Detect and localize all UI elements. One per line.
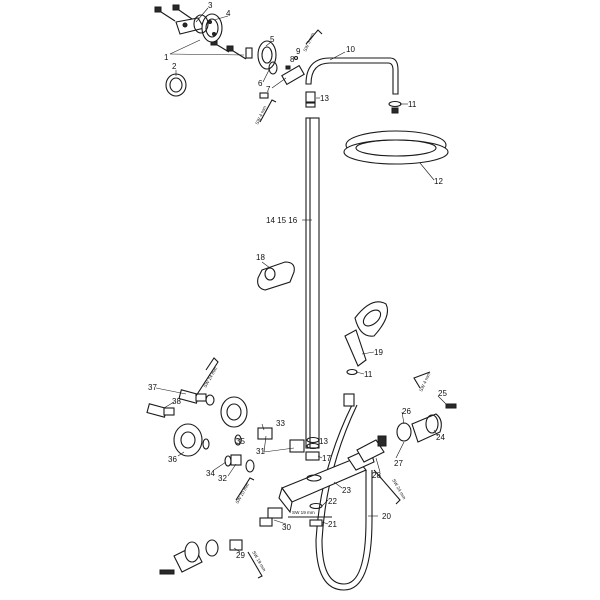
part-label-1: 1 xyxy=(164,53,169,62)
rosette-part-36-upper xyxy=(220,396,248,428)
outlet-parts-29-30 xyxy=(159,507,283,575)
hex-key-sw3: SW 3 mm xyxy=(302,29,323,53)
leader-lines xyxy=(155,7,447,553)
tool-label-sw19-center: SW 19 mm xyxy=(292,510,315,515)
part-label-32: 32 xyxy=(218,474,227,483)
eccentric-parts-37-38 xyxy=(146,389,215,418)
threaded-insert-part-7 xyxy=(259,64,305,99)
part-label-18: 18 xyxy=(256,253,265,262)
hex-key-sw19-left: SW 19 mm xyxy=(247,550,267,579)
part-label-13-lower: 13 xyxy=(319,437,328,446)
hex-key-sw4-upper: SW 4 mm xyxy=(254,99,277,126)
hex-key-sw19-center: SW 19 mm xyxy=(288,510,332,518)
grub-screw-part-8 xyxy=(285,55,299,70)
tool-label-sw3: SW 3 mm xyxy=(302,32,315,53)
right-outlet-parts: SW 4 mm xyxy=(356,371,457,463)
part-label-4: 4 xyxy=(226,9,231,18)
part-label-20: 20 xyxy=(382,512,391,521)
wall-bracket-assembly: SW 3 mm SW 4 mm xyxy=(154,4,323,126)
part-label-33: 33 xyxy=(276,419,285,428)
part-label-34: 34 xyxy=(206,469,215,478)
part-label-13-top: 13 xyxy=(320,94,329,103)
overhead-shower-assembly xyxy=(343,100,449,165)
part-label-27: 27 xyxy=(394,459,403,468)
part-label-6: 6 xyxy=(258,79,263,88)
part-label-23: 23 xyxy=(342,486,351,495)
gasket-ring-part-3 xyxy=(193,14,209,34)
rosette-part-36-lower xyxy=(173,423,203,457)
tool-label-sw24-left: SW 24 mm xyxy=(203,366,219,388)
rings-parts-33-35 xyxy=(202,427,305,473)
hex-key-sw24-left: SW 24 mm xyxy=(195,357,219,397)
o-ring-part-6 xyxy=(268,61,278,75)
mounting-disc-part-4 xyxy=(201,13,223,43)
shower-hose-part-20 xyxy=(315,368,373,591)
part-label-25: 25 xyxy=(438,389,447,398)
part-label-17: 17 xyxy=(322,454,331,463)
part-label-19: 19 xyxy=(374,348,383,357)
part-label-24: 24 xyxy=(436,433,445,442)
part-label-3: 3 xyxy=(208,1,213,10)
part-label-22: 22 xyxy=(328,497,337,506)
part-label-11-middle: 11 xyxy=(364,370,373,379)
tool-label-sw4-upper: SW 4 mm xyxy=(254,105,267,126)
part-label-8: 8 xyxy=(290,55,295,64)
part-label-35: 35 xyxy=(236,437,245,446)
tool-label-sw24-right: SW 24 mm xyxy=(391,478,407,500)
part-label-2: 2 xyxy=(172,62,177,71)
left-inlet-parts: SW 24 mm SW 20 mm SW 19 mm xyxy=(146,357,305,579)
screws-part-1 xyxy=(154,4,247,60)
part-label-12: 12 xyxy=(434,177,443,186)
wall-rosette-part-5 xyxy=(245,40,277,70)
part-label-37: 37 xyxy=(148,383,157,392)
riser-pipe xyxy=(305,57,399,449)
part-label-29: 29 xyxy=(236,551,245,560)
part-label-14-15-16: 14 15 16 xyxy=(266,216,298,225)
part-label-5: 5 xyxy=(270,35,275,44)
part-label-36: 36 xyxy=(168,455,177,464)
tool-label-sw4-right: SW 4 mm xyxy=(418,372,431,393)
tool-label-sw20: SW 20 mm xyxy=(235,482,251,504)
hand-shower-part-19 xyxy=(344,301,389,367)
part-label-38: 38 xyxy=(172,397,181,406)
part-label-10: 10 xyxy=(346,45,355,54)
part-label-26: 26 xyxy=(402,407,411,416)
hex-key-sw20: SW 20 mm xyxy=(235,477,255,505)
bracket-plate-part-3 xyxy=(175,17,205,35)
part-label-28: 28 xyxy=(372,471,381,480)
handshower-holder-part-18 xyxy=(257,261,295,291)
part-label-30: 30 xyxy=(282,523,291,532)
part-label-21: 21 xyxy=(328,520,337,529)
part-label-11-top: 11 xyxy=(408,100,417,109)
part-label-31: 31 xyxy=(256,447,265,456)
part-label-9: 9 xyxy=(296,47,301,56)
part-number-labels: 1 2 3 4 5 6 7 8 9 10 11 12 13 14 15 16 1… xyxy=(148,1,447,560)
part-label-7: 7 xyxy=(266,85,271,94)
cover-cap-part-2 xyxy=(165,73,187,97)
